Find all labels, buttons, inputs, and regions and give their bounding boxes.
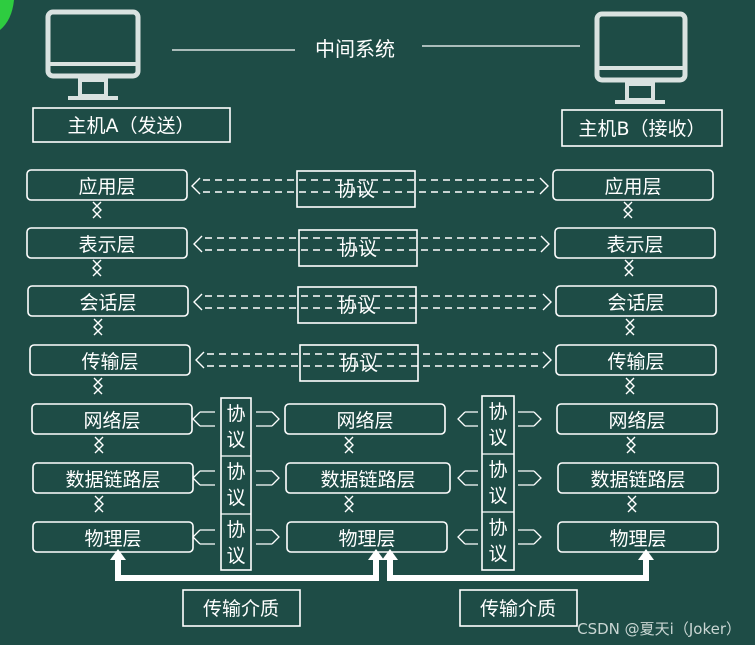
corner-accent bbox=[0, 0, 14, 30]
layer-box bbox=[554, 227, 716, 259]
protocol-char: 议 bbox=[488, 543, 507, 565]
layer-box bbox=[285, 462, 451, 494]
layer-box bbox=[555, 344, 717, 376]
protocol-char: 协 bbox=[488, 517, 507, 539]
host-b-label-box bbox=[561, 109, 723, 147]
medium-label: 传输介质 bbox=[480, 598, 556, 620]
watermark: CSDN @夏天i（Joker） bbox=[577, 620, 741, 638]
layer-label: 物理层 bbox=[609, 528, 666, 550]
medium-line-left bbox=[115, 556, 379, 581]
protocol-char: 协 bbox=[226, 519, 245, 541]
layer-box bbox=[26, 169, 188, 201]
protocol-box bbox=[299, 344, 419, 382]
protocol-char: 协 bbox=[488, 459, 507, 481]
intermediate-stack: 网络层 数据链路层 物理层 bbox=[284, 403, 451, 553]
protocol-label: 协议 bbox=[337, 179, 375, 201]
protocol-char: 协 bbox=[226, 403, 245, 425]
layer-label: 表示层 bbox=[78, 234, 135, 256]
protocol-box bbox=[298, 229, 418, 267]
monitor-icon bbox=[45, 9, 141, 100]
layer-box bbox=[284, 403, 446, 435]
layer-label: 网络层 bbox=[608, 410, 665, 432]
layer-label: 表示层 bbox=[606, 234, 663, 256]
medium-box-left bbox=[182, 589, 301, 627]
dashed-arrow bbox=[203, 179, 537, 193]
medium-label: 传输介质 bbox=[203, 598, 279, 620]
layer-label: 传输层 bbox=[81, 351, 138, 373]
layer-box bbox=[29, 344, 191, 376]
layer-label: 应用层 bbox=[604, 176, 661, 198]
protocol-char: 协 bbox=[488, 401, 507, 423]
host-b-label: 主机B（接收） bbox=[578, 118, 705, 140]
protocol-column-right bbox=[481, 395, 515, 571]
layer-label: 应用层 bbox=[78, 176, 135, 198]
layer-label: 网络层 bbox=[336, 410, 393, 432]
protocol-label: 协议 bbox=[340, 353, 378, 375]
vertical-arrows bbox=[92, 201, 637, 513]
host-a-stack: 应用层 表示层 会话层 传输层 网络层 数据链路层 物理层 bbox=[26, 169, 194, 553]
protocol-char: 议 bbox=[488, 427, 507, 449]
protocol-box bbox=[296, 170, 416, 208]
layer-label: 数据链路层 bbox=[590, 469, 685, 491]
protocol-char: 议 bbox=[488, 485, 507, 507]
medium-connectors bbox=[110, 549, 654, 581]
dashed-arrow bbox=[205, 295, 540, 309]
layer-label: 会话层 bbox=[79, 292, 136, 314]
protocol-box bbox=[297, 286, 417, 324]
layer-label: 传输层 bbox=[607, 351, 664, 373]
layer-box bbox=[27, 285, 189, 317]
protocol-char: 议 bbox=[226, 487, 245, 509]
peer-protocols-upper: 协议 协议 协议 协议 bbox=[191, 170, 552, 382]
layer-box bbox=[557, 521, 719, 553]
medium-box-right bbox=[459, 589, 578, 627]
layer-label: 物理层 bbox=[338, 528, 395, 550]
layer-box bbox=[552, 169, 714, 201]
layer-box bbox=[555, 285, 717, 317]
layer-box bbox=[26, 227, 188, 259]
layer-label: 物理层 bbox=[84, 528, 141, 550]
medium-line-right bbox=[387, 556, 649, 581]
protocol-label: 协议 bbox=[338, 295, 376, 317]
layer-label: 会话层 bbox=[607, 292, 664, 314]
middle-system-title: 中间系统 bbox=[315, 37, 395, 61]
protocol-column-left bbox=[220, 397, 252, 571]
layer-box bbox=[31, 403, 193, 435]
layer-box bbox=[557, 462, 719, 494]
layer-label: 数据链路层 bbox=[65, 469, 160, 491]
host-b-stack: 应用层 表示层 会话层 传输层 网络层 数据链路层 物理层 bbox=[552, 169, 719, 553]
protocol-char: 议 bbox=[226, 429, 245, 451]
layer-box bbox=[286, 521, 448, 553]
dashed-arrow bbox=[207, 353, 540, 367]
host-a-label-box bbox=[32, 107, 231, 143]
protocol-label: 协议 bbox=[339, 238, 377, 260]
host-a-label: 主机A（发送） bbox=[68, 115, 195, 137]
monitor-icon bbox=[594, 11, 688, 104]
layer-box bbox=[556, 403, 718, 435]
layer-label: 数据链路层 bbox=[320, 469, 415, 491]
protocol-char: 议 bbox=[226, 545, 245, 567]
layer-label: 网络层 bbox=[83, 410, 140, 432]
peer-protocols-lower: 协 议 协 议 协 议 协 议 协 议 协 议 bbox=[192, 395, 542, 571]
dashed-arrow bbox=[205, 237, 538, 251]
protocol-char: 协 bbox=[226, 461, 245, 483]
